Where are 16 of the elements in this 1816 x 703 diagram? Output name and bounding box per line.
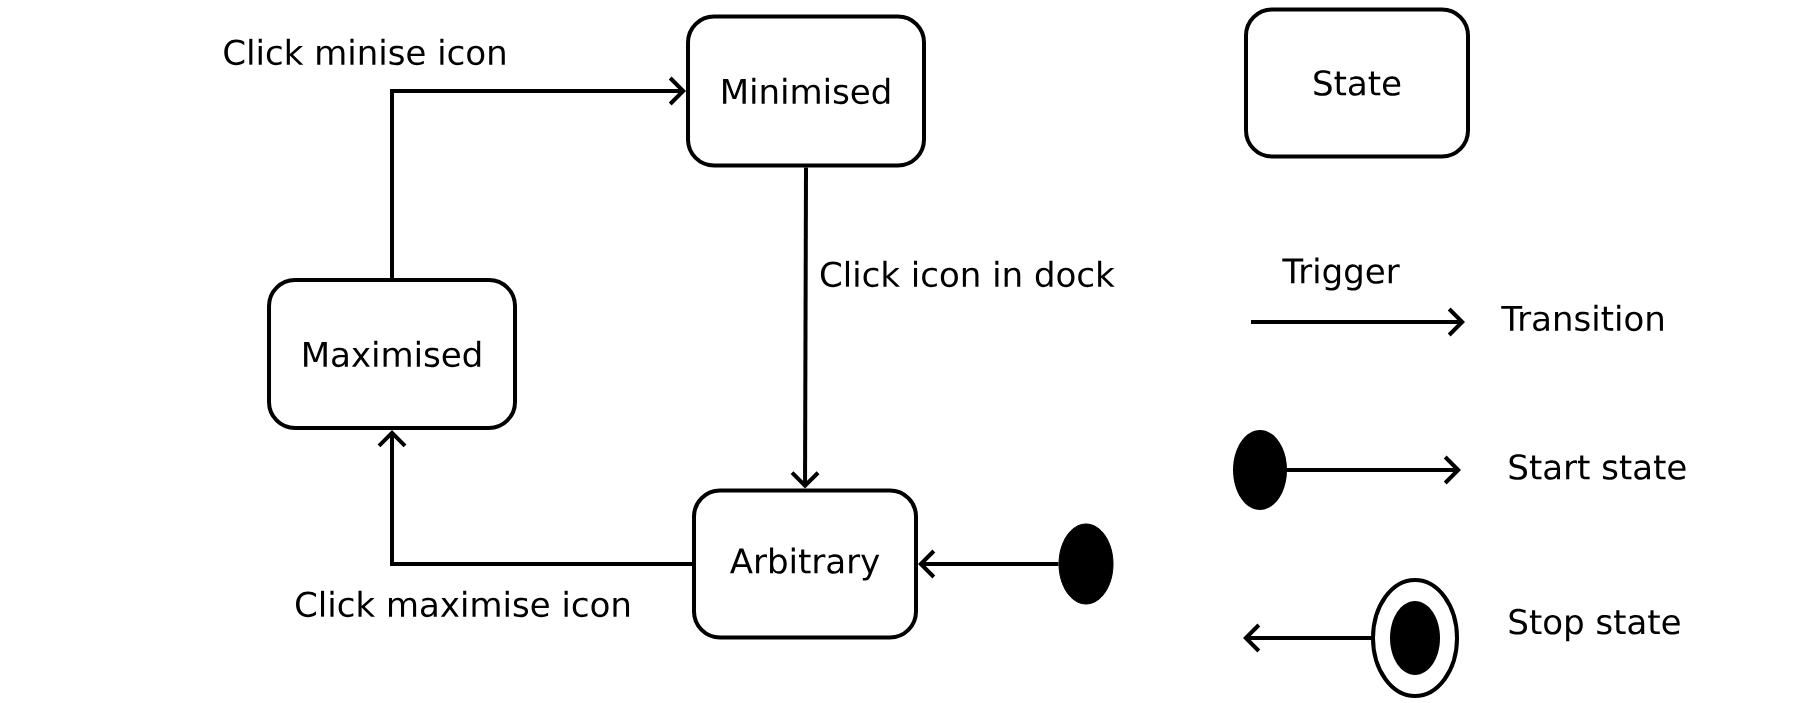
start-dot xyxy=(1058,523,1114,605)
state-box: State xyxy=(1244,7,1470,159)
arrow xyxy=(377,430,692,566)
trigger-label: Trigger xyxy=(1282,257,1400,291)
legend-label: Stop state xyxy=(1509,608,1680,642)
legend-label: Start state xyxy=(1509,454,1686,480)
state-box: Minimised xyxy=(686,14,926,168)
arrow xyxy=(790,167,820,489)
edge-label: Click minise icon xyxy=(224,38,505,66)
arrow xyxy=(918,549,1059,579)
state-box: Maximised xyxy=(267,278,517,430)
state-box: Arbitrary xyxy=(692,488,918,640)
arrow xyxy=(390,76,686,278)
edge-label: Click icon in dock xyxy=(820,260,1115,288)
legend-label: Transition xyxy=(1501,304,1663,332)
edge-label: Click maximise icon xyxy=(296,590,630,618)
